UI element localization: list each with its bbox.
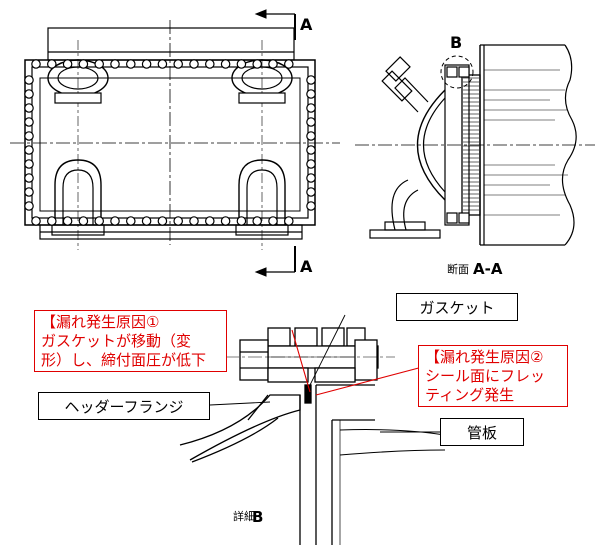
- flange-bolt: [78, 59, 89, 69]
- section-caption: 断面 A-A: [447, 260, 503, 278]
- flange-bolt: [141, 59, 152, 69]
- detail-caption: 詳細 B: [233, 508, 263, 526]
- detail-caption-prefix: 詳細: [233, 509, 255, 523]
- flange-bolt: [94, 59, 104, 69]
- flange-bolt: [46, 59, 57, 69]
- section-caption-letters: A-A: [473, 260, 503, 278]
- flange-bolt: [306, 173, 316, 183]
- flange-bolt: [283, 216, 294, 226]
- flange-bolt: [220, 216, 231, 226]
- flange-bolt: [306, 145, 316, 155]
- flange-bolt: [306, 159, 316, 169]
- flange-bolt: [24, 103, 34, 113]
- leak-cause-1-line1: ガスケットが移動（変: [41, 332, 192, 350]
- flange-bolt: [268, 59, 278, 69]
- flange-bolt: [252, 216, 263, 226]
- flange-bolt: [62, 216, 73, 226]
- flange-bolt: [306, 89, 316, 99]
- flange-bolt: [31, 59, 41, 69]
- flange-bolt: [31, 216, 41, 226]
- flange-bolt: [205, 59, 215, 69]
- leak-cause-2: 【漏れ発生原因② シール面にフレッ ティング発生: [418, 345, 568, 407]
- flange-bolt: [126, 216, 136, 226]
- flange-bolt: [189, 59, 199, 69]
- flange-bolt: [220, 59, 231, 69]
- detail-view: [179, 314, 446, 545]
- flange-bolt: [24, 145, 34, 155]
- flange-bolt: [236, 216, 247, 226]
- flange-bolt: [306, 201, 316, 211]
- front-view-bolts: [24, 59, 316, 226]
- leak-cause-2-line2: ティング発生: [425, 386, 515, 404]
- flange-bolt: [46, 216, 57, 226]
- leak-cause-2-title: 【漏れ発生原因②: [425, 348, 544, 366]
- flange-bolt: [62, 59, 73, 69]
- flange-bolt: [306, 187, 316, 197]
- flange-bolt: [24, 173, 34, 183]
- section-caption-prefix: 断面: [447, 262, 469, 276]
- flange-bolt: [24, 75, 34, 85]
- leak-cause-1-title: 【漏れ発生原因①: [41, 313, 160, 331]
- flange-bolt: [126, 59, 136, 69]
- flange-bolt: [268, 216, 278, 226]
- flange-bolt: [306, 131, 316, 141]
- detail-caption-letter: B: [252, 508, 263, 526]
- flange-bolt: [157, 216, 168, 226]
- detail-mark: B: [450, 33, 462, 52]
- section-line-a: [254, 9, 296, 277]
- flange-bolt: [24, 159, 34, 169]
- flange-bolt: [306, 117, 316, 127]
- flange-bolt: [205, 216, 215, 226]
- flange-bolt: [306, 75, 316, 85]
- flange-bolt: [252, 59, 263, 69]
- flange-bolt: [78, 216, 89, 226]
- flange-bolt: [236, 59, 247, 69]
- section-view: [355, 44, 595, 246]
- flange-bolt: [24, 201, 34, 211]
- flange-bolt: [24, 131, 34, 141]
- flange-bolt: [173, 216, 183, 226]
- section-mark-top: A: [300, 15, 313, 34]
- leak-cause-1-line2: 形）し、締付面圧が低下: [41, 351, 207, 369]
- front-view: [10, 20, 340, 250]
- flange-bolt: [157, 59, 168, 69]
- flange-bolt: [24, 117, 34, 127]
- flange-bolt: [110, 59, 120, 69]
- section-mark-bottom: A: [300, 257, 313, 276]
- tube-sheet-label: 管板: [440, 418, 524, 446]
- leak-cause-2-line1: シール面にフレッ: [425, 367, 546, 385]
- flange-bolt: [141, 216, 152, 226]
- flange-bolt: [283, 59, 294, 69]
- cause-leaders: [291, 329, 431, 396]
- header-flange-label: ヘッダーフランジ: [38, 392, 210, 420]
- flange-bolt: [189, 216, 199, 226]
- flange-bolt: [24, 187, 34, 197]
- flange-bolt: [24, 89, 34, 99]
- flange-bolt: [306, 103, 316, 113]
- leak-cause-1: 【漏れ発生原因① ガスケットが移動（変 形）し、締付面圧が低下: [34, 310, 227, 372]
- flange-bolt: [94, 216, 104, 226]
- flange-bolt: [110, 216, 120, 226]
- flange-bolt: [173, 59, 183, 69]
- gasket-label: ガスケット: [396, 293, 518, 321]
